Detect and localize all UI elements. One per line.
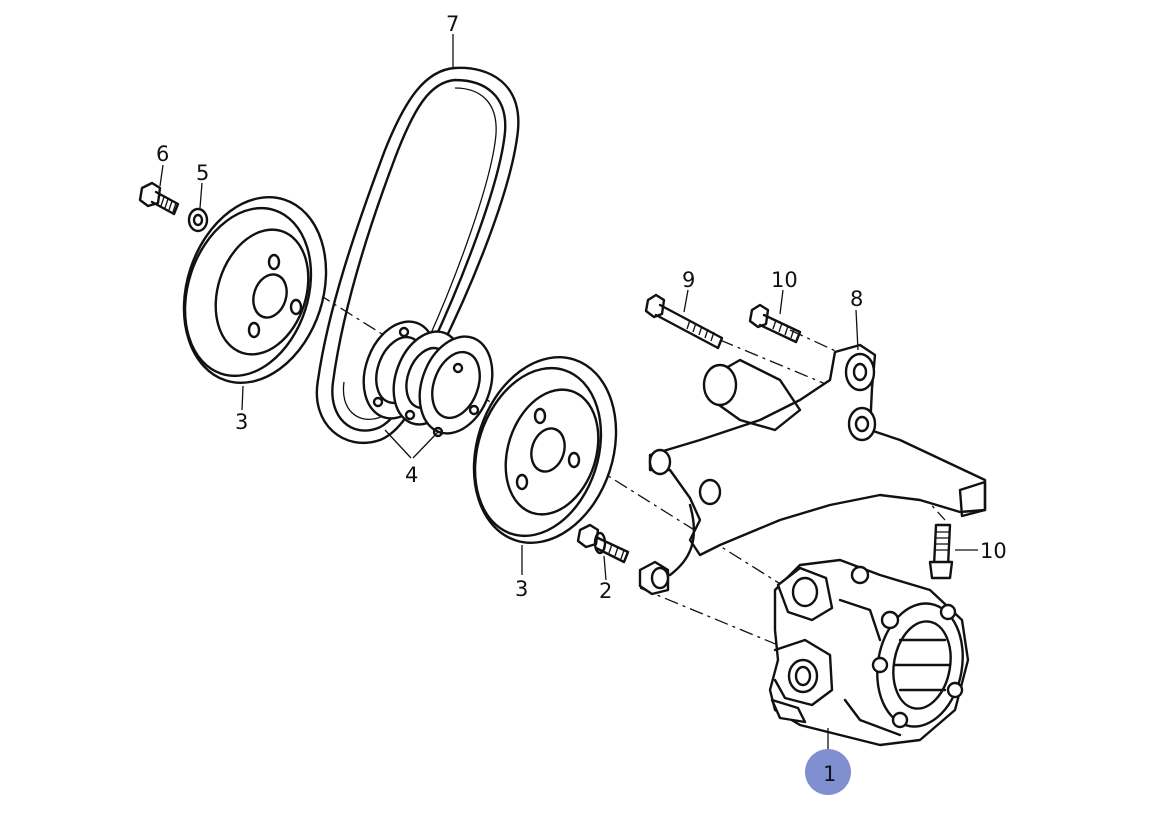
spacer-discs <box>362 320 494 438</box>
callout-4[interactable]: 4 <box>405 463 418 487</box>
callout-10-lower[interactable]: 10 <box>980 539 1007 563</box>
callout-6[interactable]: 6 <box>156 142 169 166</box>
callout-7[interactable]: 7 <box>446 12 459 36</box>
mounting-bracket <box>638 343 987 596</box>
power-steering-pump <box>768 558 970 747</box>
callout-1[interactable]: 1 <box>823 762 836 786</box>
callout-8[interactable]: 8 <box>850 287 863 311</box>
part-1-highlight-marker[interactable] <box>805 749 851 795</box>
callout-9[interactable]: 9 <box>682 268 695 292</box>
pulley-right <box>472 356 618 544</box>
v-belt <box>315 66 520 445</box>
pulley-left <box>182 196 328 384</box>
bolt-10-lower <box>928 523 954 580</box>
callout-2[interactable]: 2 <box>599 579 612 603</box>
callout-3-left-pulley[interactable]: 3 <box>235 410 248 434</box>
leader-lines <box>159 34 978 760</box>
bolt-6 <box>138 181 180 216</box>
callout-10-upper[interactable]: 10 <box>771 268 798 292</box>
callout-labels: 1 2 3 3 4 5 6 7 8 9 10 10 <box>156 12 1007 786</box>
bolt-10-upper <box>748 303 802 344</box>
washer <box>187 207 209 233</box>
callout-3-right-pulley[interactable]: 3 <box>515 577 528 601</box>
bolt-9 <box>644 293 724 350</box>
callout-5[interactable]: 5 <box>196 161 209 185</box>
bolt-2 <box>576 523 630 564</box>
